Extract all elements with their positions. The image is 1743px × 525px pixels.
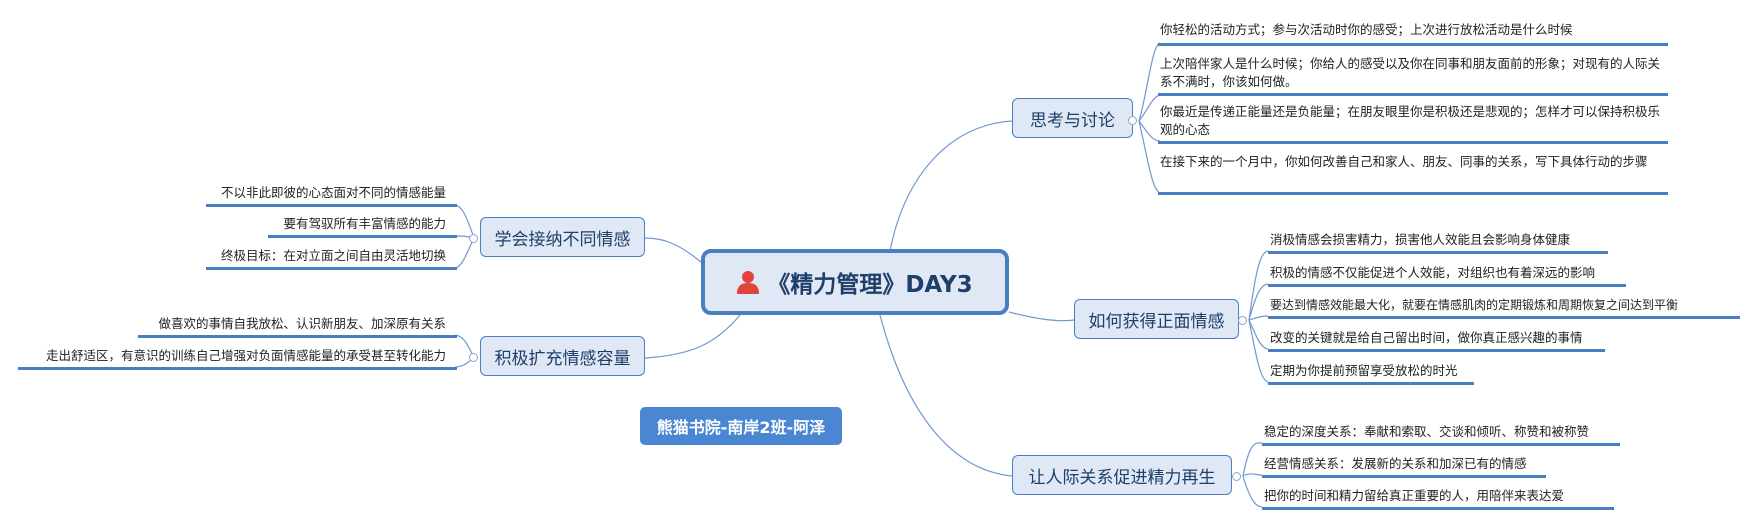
leaf-positive-1: 消极情感会损害精力，损害他人效能且会影响身体健康 <box>1270 232 1571 247</box>
leaf-underline <box>1268 251 1608 254</box>
leaf-accept-3: 终极目标：在对立面之间自由灵活地切换 <box>220 248 446 263</box>
collapse-toggle-positive[interactable] <box>1238 316 1247 325</box>
leaf-underline <box>1268 382 1474 385</box>
leaf-think-1: 你轻松的活动方式；参与次活动时你的感受；上次进行放松活动是什么时候 <box>1160 22 1573 37</box>
link-relation <box>879 314 1013 477</box>
leaf-underline <box>1158 192 1668 195</box>
leaf-relation-3: 把你的时间和精力留给真正重要的人，用陪伴来表达爱 <box>1264 488 1565 503</box>
link-expand <box>644 314 741 359</box>
leaf-underline <box>1268 349 1605 352</box>
leaf-expand-2: 走出舒适区，有意识的训练自己增强对负面情感能量的承受甚至转化能力 <box>45 348 446 363</box>
leaf-think-3: 你最近是传递正能量还是负能量；在朋友眼里你是积极还是悲观的；怎样才可以保持积极乐… <box>1160 104 1661 137</box>
leaf-underline <box>206 267 457 270</box>
leaf-underline <box>138 335 457 338</box>
leaf-underline <box>1158 43 1668 46</box>
leaf-underline <box>1262 475 1546 478</box>
leaf-positive-2: 积极的情感不仅能促进个人效能，对组织也有着深远的影响 <box>1270 265 1596 280</box>
leaf-underline <box>1158 93 1668 96</box>
leaf-underline <box>206 204 457 207</box>
branch-expand[interactable]: 积极扩充情感容量 <box>480 336 645 376</box>
branch-think[interactable]: 思考与讨论 <box>1012 98 1133 138</box>
leaf-underline <box>268 235 457 238</box>
branch-positive[interactable]: 如何获得正面情感 <box>1074 299 1239 339</box>
leaf-underline <box>1262 507 1614 510</box>
author-tag[interactable]: 熊猫书院-南岸2班-阿泽 <box>640 407 842 445</box>
leaf-accept-2: 要有驾驭所有丰富情感的能力 <box>283 216 446 231</box>
central-title: 《精力管理》DAY3 <box>767 272 973 298</box>
leaf-underline <box>18 367 457 370</box>
link-think-1 <box>1138 42 1161 122</box>
leaf-think-4: 在接下来的一个月中，你如何改善自己和家人、朋友、同事的关系，写下具体行动的步骤 <box>1160 154 1648 169</box>
leaf-underline <box>1268 284 1626 287</box>
link-positive <box>1008 311 1075 322</box>
branch-accept[interactable]: 学会接纳不同情感 <box>480 217 645 257</box>
link-think <box>889 120 1013 252</box>
central-topic[interactable]: 《精力管理》DAY3 <box>701 249 1009 315</box>
collapse-toggle-expand[interactable] <box>469 353 478 362</box>
leaf-accept-1: 不以非此即彼的心态面对不同的情感能量 <box>220 185 446 200</box>
leaf-relation-1: 稳定的深度关系：奉献和索取、交谈和倾听、称赞和被称赞 <box>1264 424 1590 439</box>
leaf-relation-2: 经营情感关系：发展新的关系和加深已有的情感 <box>1264 456 1527 471</box>
collapse-toggle-accept[interactable] <box>469 234 478 243</box>
leaf-positive-3: 要达到情感效能最大化，就要在情感肌肉的定期锻炼和周期恢复之间达到平衡 <box>1270 298 1679 312</box>
leaf-underline <box>1158 141 1668 144</box>
leaf-underline <box>1262 443 1620 446</box>
leaf-positive-4: 改变的关键就是给自己留出时间，做你真正感兴趣的事情 <box>1270 330 1583 345</box>
leaf-underline <box>1268 316 1740 319</box>
collapse-toggle-think[interactable] <box>1128 116 1137 125</box>
collapse-toggle-relation[interactable] <box>1232 472 1241 481</box>
leaf-expand-1: 做喜欢的事情自我放松、认识新朋友、加深原有关系 <box>158 316 446 331</box>
branch-relation[interactable]: 让人际关系促进精力再生 <box>1012 455 1232 495</box>
person-icon <box>737 270 760 294</box>
leaf-positive-5: 定期为你提前预留享受放松的时光 <box>1270 363 1458 378</box>
leaf-think-2: 上次陪伴家人是什么时候；你给人的感受以及你在同事和朋友面前的形象；对现有的人际关… <box>1160 56 1661 89</box>
link-accept <box>644 237 702 263</box>
